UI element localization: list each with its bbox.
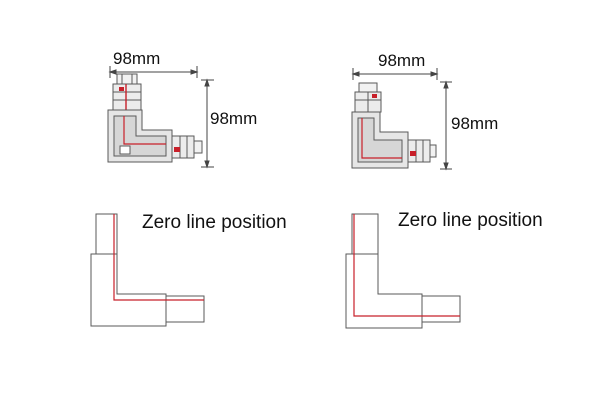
right-zero-line xyxy=(353,214,460,317)
left-connector-body xyxy=(107,73,203,163)
left-connector: 98mm 98mm xyxy=(107,49,257,169)
left-width-label: 98mm xyxy=(113,49,160,68)
left-schematic-outline xyxy=(90,213,205,327)
right-connector: 98mm 98mm xyxy=(351,51,498,171)
right-zero-line-schematic: Zero line position xyxy=(345,210,543,329)
left-width-dimension xyxy=(108,66,199,78)
left-zero-line xyxy=(113,214,204,301)
left-zero-line-schematic: Zero line position xyxy=(90,212,287,327)
left-height-dimension xyxy=(201,78,214,169)
right-height-label: 98mm xyxy=(451,114,498,133)
right-zero-line-label: Zero line position xyxy=(398,210,543,231)
left-height-label: 98mm xyxy=(210,109,257,128)
right-connector-body xyxy=(351,82,437,169)
right-schematic-outline xyxy=(345,213,461,329)
left-zero-line-label: Zero line position xyxy=(142,212,287,233)
right-width-dimension xyxy=(351,68,439,80)
right-width-label: 98mm xyxy=(378,51,425,70)
right-height-dimension xyxy=(440,80,452,171)
